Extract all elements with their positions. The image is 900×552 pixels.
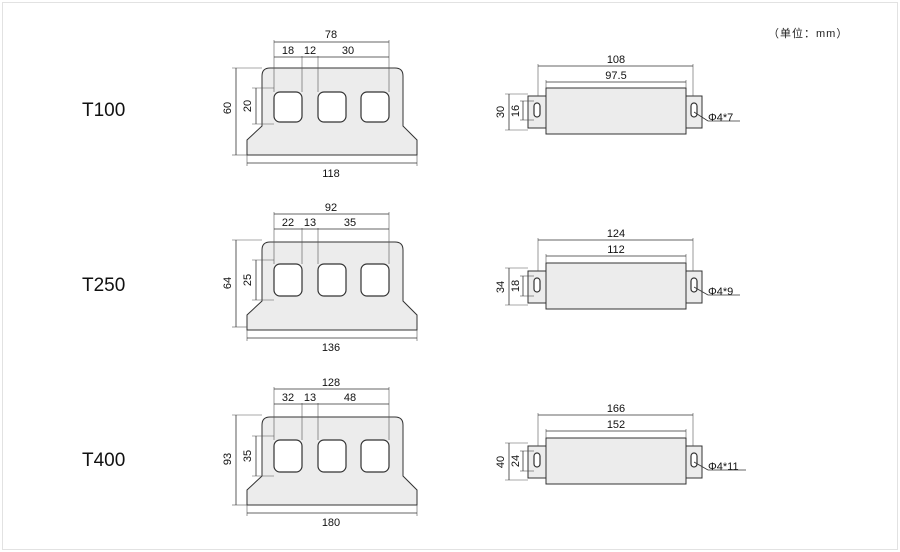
- dim-seg-b-t100: 12: [304, 45, 316, 57]
- dim-side-total-t100: 108: [607, 54, 625, 66]
- dim-base-w-t250: 136: [322, 342, 340, 354]
- dim-side-inner-t400: 152: [607, 419, 625, 431]
- dim-seg-c-t400: 48: [344, 392, 356, 404]
- dim-height-t250: 64: [222, 277, 234, 289]
- dim-total-top-t100: 78: [325, 29, 337, 41]
- dim-window-h-t400: 35: [242, 450, 254, 462]
- dim-side-inner-t100: 97.5: [605, 70, 626, 82]
- dim-side-height-t100: 30: [495, 106, 507, 118]
- dim-side-height-t250: 34: [495, 281, 507, 293]
- dim-side-holespan-t250: 18: [510, 280, 522, 292]
- dim-seg-b-t250: 13: [304, 217, 316, 229]
- unit-label: （单位：mm）: [768, 28, 849, 40]
- front-view-t250: 92 22 13 35 64 25 136: [222, 202, 418, 354]
- dim-hole-t100: Φ4*7: [708, 112, 733, 124]
- side-view-t400: 166 152 40 24 Φ4*11: [495, 403, 746, 485]
- dim-side-holespan-t100: 16: [510, 105, 522, 117]
- dim-base-w-t100: 118: [322, 168, 340, 180]
- dim-seg-a-t100: 18: [282, 45, 294, 57]
- front-view-t100: 78 18 12 30 60 20 118: [222, 29, 418, 180]
- dim-hole-t250: Φ4*9: [708, 286, 733, 298]
- dim-total-top-t400: 128: [322, 377, 340, 389]
- model-label-t100: T100: [82, 100, 126, 121]
- dim-seg-b-t400: 13: [304, 392, 316, 404]
- front-view-t400: 128 32 13 48 93 35 180: [222, 377, 418, 529]
- dim-side-inner-t250: 112: [607, 244, 625, 256]
- dim-seg-a-t250: 22: [282, 217, 294, 229]
- dim-side-holespan-t400: 24: [510, 455, 522, 467]
- model-label-t250: T250: [82, 275, 126, 296]
- dim-seg-a-t400: 32: [282, 392, 294, 404]
- dim-side-total-t400: 166: [607, 403, 625, 415]
- dim-side-height-t400: 40: [495, 456, 507, 468]
- dim-base-w-t400: 180: [322, 517, 340, 529]
- dim-hole-t400: Φ4*11: [708, 461, 739, 473]
- dim-seg-c-t250: 35: [344, 217, 356, 229]
- side-view-t250: 124 112 34 18 Φ4*9: [495, 228, 740, 310]
- dim-window-h-t100: 20: [242, 100, 254, 112]
- side-view-t100: T250 108 97.5 30 16 Φ4*7: [495, 54, 740, 135]
- dim-height-t100: 60: [222, 102, 234, 114]
- dim-total-top-t250: 92: [325, 202, 337, 214]
- dim-window-h-t250: 25: [242, 274, 254, 286]
- dim-side-total-t250: 124: [607, 228, 625, 240]
- dim-seg-c-t100: 30: [342, 45, 354, 57]
- dim-height-t400: 93: [222, 453, 234, 465]
- model-label-t400: T400: [82, 450, 126, 471]
